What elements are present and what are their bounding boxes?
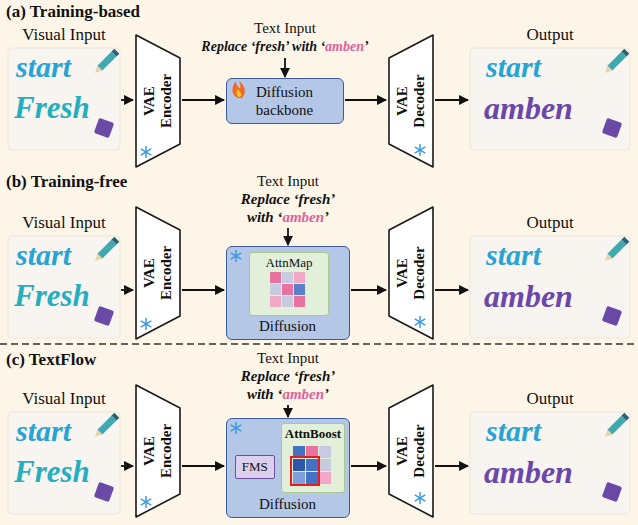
image-lettering: amben [484, 456, 573, 488]
image-lettering: start [486, 52, 541, 82]
section-title: (b) Training-free [6, 172, 127, 192]
block-label: VAE Encoder [141, 241, 175, 305]
input-image: Visual Input startFresh [8, 388, 120, 514]
section-title: (c) TextFlow [6, 350, 96, 370]
vae-decoder: VAE Decoder [388, 34, 434, 168]
output-image: Output start amben [470, 24, 630, 150]
input-image: Visual Input startFresh [8, 212, 120, 338]
flow-arrow [121, 465, 133, 467]
image-caption: Visual Input [8, 24, 120, 46]
frozen-icon [141, 318, 151, 329]
prompt-text: Replace ‘fresh’ with ‘amben’ [228, 190, 348, 226]
image-lettering: start [486, 416, 541, 446]
diffusion-box: Diffusion backbone [226, 78, 344, 124]
flow-arrow [435, 99, 468, 101]
image-lettering: start [16, 240, 71, 270]
flow-arrow [351, 289, 386, 291]
module-label: AttnMap [252, 255, 326, 271]
prompt-text: Replace ‘fresh’ with ‘amben’ [228, 367, 348, 403]
input-label: Text Input [228, 172, 348, 190]
output-image: Output start amben [470, 388, 630, 514]
block-label: VAE Encoder [141, 69, 175, 133]
frozen-icon [415, 144, 425, 155]
attention-grid [291, 446, 331, 485]
image-caption: Output [470, 24, 630, 46]
frozen-icon [231, 422, 241, 433]
image-caption: Output [470, 388, 630, 410]
module-label: FMS [237, 459, 273, 475]
prompt-part: amben [325, 39, 364, 54]
vae-decoder: VAE Decoder [388, 384, 434, 518]
image-lettering: start [16, 52, 71, 82]
text-input-arrow [287, 228, 289, 245]
image-lettering: amben [484, 280, 573, 312]
trainable-icon [232, 81, 244, 98]
input-label: Text Input [228, 349, 348, 367]
diffusion-box: Diffusion FMS AttnBoost [226, 418, 350, 518]
vae-decoder: VAE Decoder [388, 206, 434, 340]
vae-encoder: VAE Encoder [135, 34, 181, 168]
fms-module: FMS [235, 455, 275, 479]
image-lettering: start [486, 240, 541, 270]
prompt-part: ’ [324, 386, 329, 402]
image-lettering: Fresh [14, 92, 90, 123]
attention-grid [270, 272, 305, 307]
frozen-icon [415, 492, 425, 503]
frozen-icon [141, 146, 151, 157]
module-label: Diffusion [231, 317, 344, 335]
input-label: Text Input [225, 19, 345, 37]
module-label: Diffusion [231, 495, 344, 513]
flow-arrow [182, 99, 224, 101]
block-label: VAE Decoder [394, 419, 428, 483]
prompt-part: ’ [324, 209, 329, 225]
section-title: (a) Training-based [6, 2, 140, 22]
input-image: Visual Input startFresh [8, 24, 120, 150]
text-input-arrow [284, 58, 286, 77]
prompt-text: Replace ‘fresh’ with ‘amben’ [185, 38, 385, 56]
flow-arrow [121, 99, 133, 101]
prompt-part: amben [282, 209, 324, 225]
module-label: AttnBoost [283, 426, 343, 442]
image-caption: Visual Input [8, 388, 120, 410]
flow-arrow [182, 465, 224, 467]
image-lettering: Fresh [14, 456, 90, 487]
vae-encoder: VAE Encoder [135, 384, 181, 518]
flow-arrow [345, 99, 386, 101]
flow-arrow [435, 289, 468, 291]
frozen-icon [231, 250, 241, 261]
image-caption: Visual Input [8, 212, 120, 234]
image-lettering: start [16, 416, 71, 446]
flow-arrow [351, 465, 386, 467]
image-lettering: amben [484, 92, 573, 124]
block-label: VAE Encoder [141, 419, 175, 483]
image-lettering: Fresh [14, 280, 90, 311]
output-image: Output start amben [470, 212, 630, 338]
dashed-separator [0, 343, 638, 345]
flow-arrow [182, 289, 224, 291]
flow-arrow [121, 289, 133, 291]
image-caption: Output [470, 212, 630, 234]
block-label: VAE Decoder [394, 241, 428, 305]
block-label: VAE Decoder [394, 69, 428, 133]
text-input-arrow [287, 405, 289, 417]
prompt-part: amben [282, 386, 324, 402]
image-illustration [8, 48, 630, 150]
module-label: Diffusion backbone [231, 83, 338, 119]
prompt-part: ’ [364, 39, 369, 54]
vae-encoder: VAE Encoder [135, 206, 181, 340]
flow-arrow [435, 465, 468, 467]
frozen-icon [415, 316, 425, 327]
frozen-icon [141, 496, 151, 507]
prompt-part: Replace ‘fresh’ with ‘ [201, 39, 325, 54]
